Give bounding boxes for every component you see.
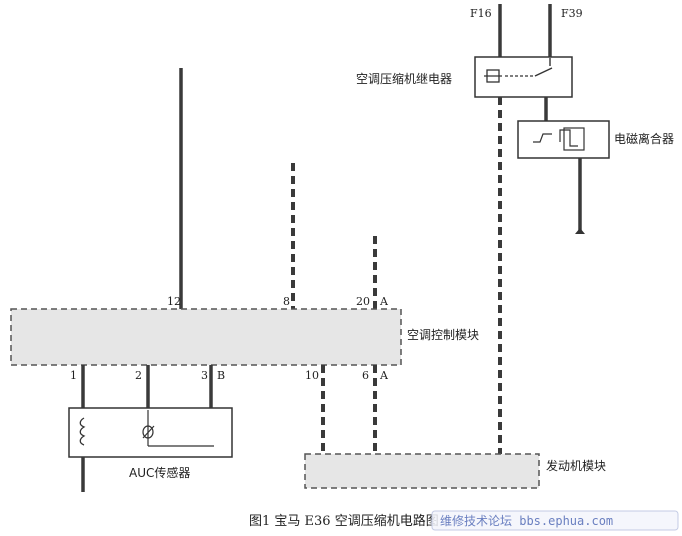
pin-1-label: 1 [70,369,77,382]
relay-label: 空调压缩机继电器 [356,71,452,86]
watermark-banner [431,510,679,531]
pin-2-label: 2 [135,369,142,382]
pin-bot-a-label: A [379,369,389,382]
terminal-f39-label: F39 [561,7,583,20]
heater-symbol [79,417,86,446]
pin-10-label: 10 [305,369,319,382]
engine-module-label: 发动机模块 [546,458,606,473]
auc-sensor-box [68,407,233,458]
clutch-label: 电磁离合器 [614,131,674,146]
pin-20-label: 20 [356,295,370,308]
watermark-text: 维修技术论坛 bbs.ephua.com [440,513,613,528]
pin-top-a-label: A [379,295,389,308]
pin-12-label: 12 [167,295,181,308]
figure-caption: 图1 宝马 E36 空调压缩机电路图 [249,513,439,529]
ac-control-module-box [10,308,402,366]
terminal-f16-label: F16 [470,7,492,20]
pin-6-label: 6 [362,369,369,382]
pin-b-label: B [217,369,225,382]
clutch-symbol [533,129,578,147]
ground-symbol-clutch [575,228,585,234]
pin-3-label: 3 [201,369,208,382]
engine-module-box [304,453,540,489]
sensor-element-symbol [142,425,154,439]
relay-contact-switch [534,67,553,77]
auc-sensor-label: AUC传感器 [129,465,190,480]
pin-8-label: 8 [283,295,290,308]
ac-control-module-label: 空调控制模块 [407,328,479,342]
relay-box [474,56,573,98]
